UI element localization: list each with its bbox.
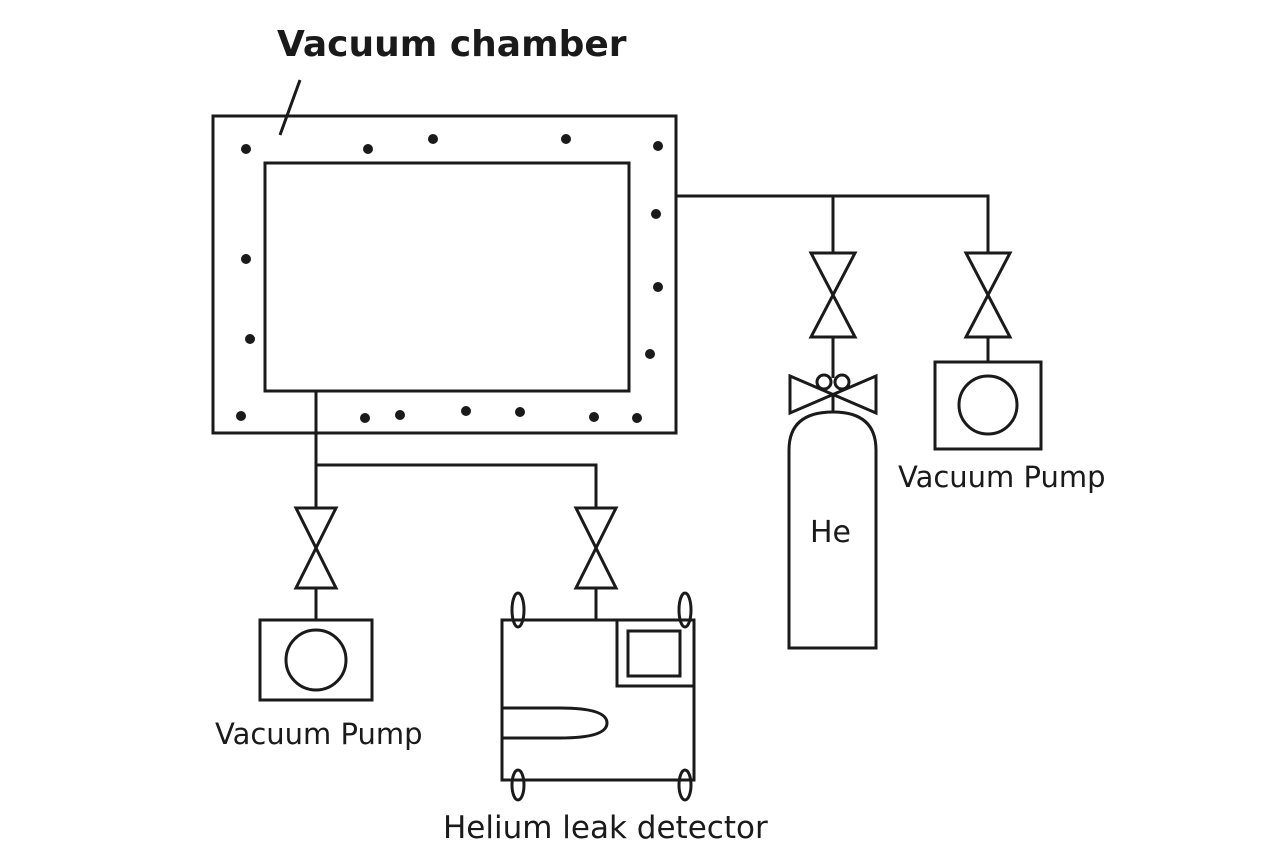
chamber-outer-wall bbox=[211, 114, 678, 435]
valve-helium-supply bbox=[808, 251, 858, 339]
detector-wheel bbox=[677, 591, 693, 629]
helium-leak-detector-label: Helium leak detector bbox=[443, 810, 768, 846]
vacuum-pump-icon bbox=[258, 618, 374, 702]
vacuum-chamber-label: Vacuum chamber bbox=[277, 24, 627, 65]
left-vacuum-pump-label: Vacuum Pump bbox=[215, 717, 423, 751]
valve-leak-detector bbox=[573, 506, 619, 590]
cylinder-valve-handle bbox=[788, 373, 878, 416]
detector-panel-frame bbox=[615, 618, 696, 688]
lower-manifold-pipe bbox=[314, 391, 598, 620]
detector-wheel bbox=[677, 768, 693, 802]
right-manifold-pipe bbox=[676, 194, 990, 378]
detector-wheel bbox=[510, 591, 526, 629]
right-vacuum-pump-label: Vacuum Pump bbox=[898, 460, 1106, 494]
chamber-title-leader bbox=[278, 79, 302, 136]
detector-screen bbox=[626, 629, 682, 678]
detector-wheel bbox=[510, 768, 526, 802]
valve-icon bbox=[963, 251, 1013, 339]
valve-icon bbox=[808, 251, 858, 339]
cylinder-body bbox=[787, 410, 878, 650]
chamber-inner-wall bbox=[263, 161, 631, 393]
helium-leak-detector-icon bbox=[500, 591, 696, 802]
detector-handle bbox=[502, 706, 609, 740]
valve-icon bbox=[293, 506, 339, 590]
vacuum-pump-icon bbox=[933, 360, 1043, 451]
valve-chamber-pump bbox=[293, 506, 339, 590]
detector-body bbox=[500, 618, 696, 782]
helium-cylinder-icon bbox=[787, 373, 878, 650]
helium-cylinder-label: He bbox=[810, 515, 852, 550]
vacuum-chamber-icon bbox=[211, 79, 678, 435]
valve-right-pump bbox=[963, 251, 1013, 339]
chamber-bolts bbox=[236, 134, 663, 423]
valve-icon bbox=[573, 506, 619, 590]
